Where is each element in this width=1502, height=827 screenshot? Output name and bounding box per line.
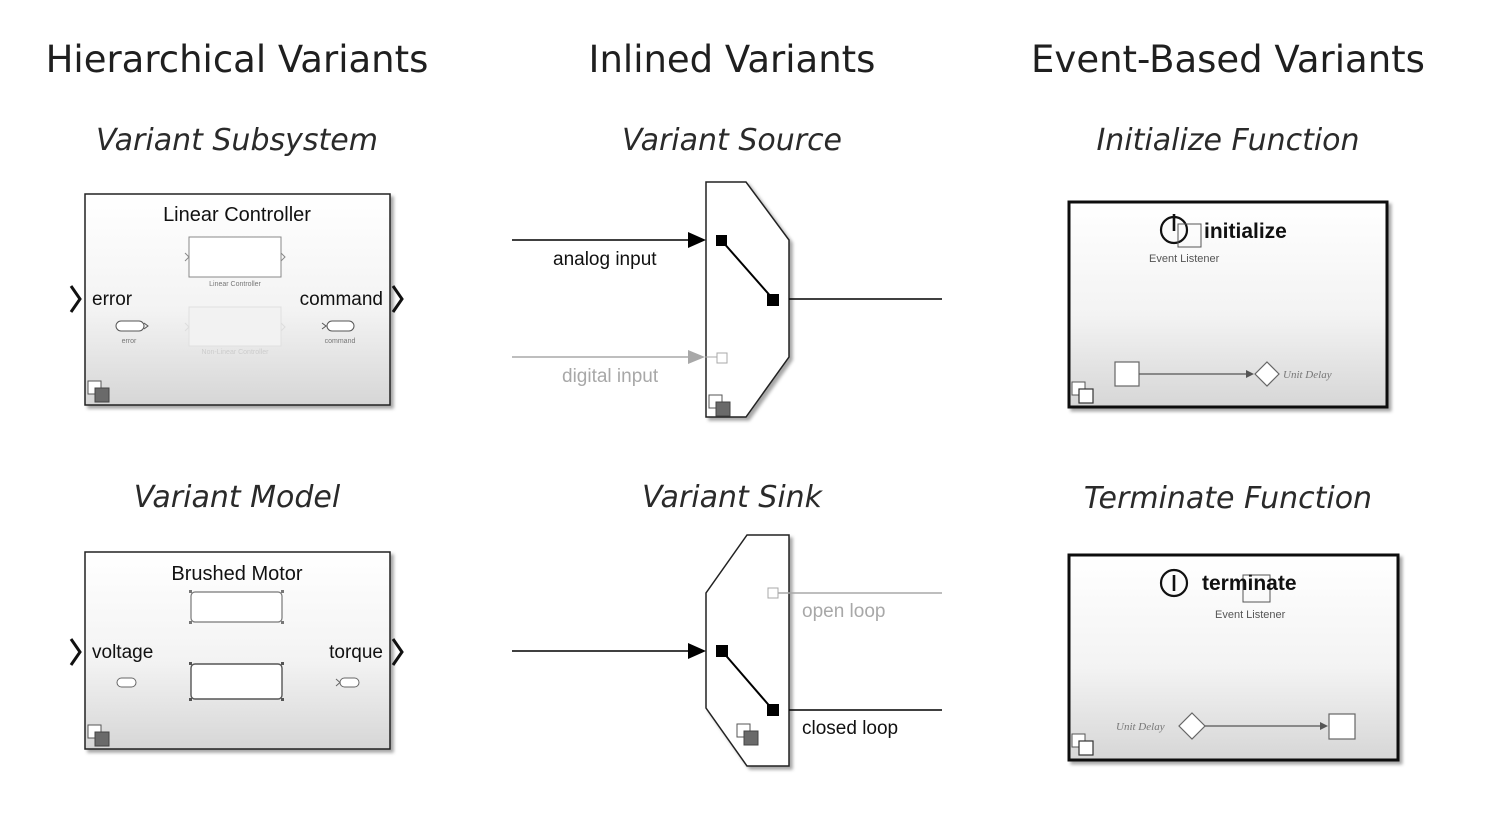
inner-model-reference-bottom: [190, 663, 283, 700]
model-in-port: voltage: [92, 642, 153, 663]
terminate-delay-label: Unit Delay: [1116, 721, 1165, 733]
sink-inactive-output-label: open loop: [802, 601, 885, 622]
subsystem-badge-icon: [1071, 733, 1094, 756]
variant-badge-icon: [87, 724, 110, 747]
subsystem-out-port: command: [300, 289, 383, 310]
model-out-port: torque: [329, 642, 383, 663]
subsystem-input-arrow-icon: [69, 285, 82, 313]
caption-terminate-function: Terminate Function: [1084, 481, 1372, 516]
source-active-input-label: analog input: [553, 249, 657, 270]
subsystem-in-port: error: [92, 289, 133, 310]
caption-variant-source: Variant Source: [622, 123, 842, 158]
initialize-delay-label: Unit Delay: [1283, 369, 1332, 381]
power-icon: [1159, 214, 1189, 245]
inport-tag: error: [122, 338, 137, 345]
variant-subsystem-block[interactable]: Linear Controller Linear Controller Non-…: [84, 193, 391, 406]
terminate-listener-label: Event Listener: [1215, 609, 1286, 621]
inner-inactive-label: Non-Linear Controller: [202, 349, 270, 356]
variant-badge-icon: [708, 394, 731, 417]
terminate-event-label: terminate: [1202, 572, 1297, 595]
initialize-event-label: initialize: [1204, 220, 1287, 243]
subsystem-block-title: Linear Controller: [163, 204, 311, 226]
initialize-function-block[interactable]: initialize Event Listener Unit Delay: [1067, 200, 1389, 409]
subsystem-badge-icon: [1071, 381, 1094, 404]
inner-non-linear-controller: [188, 306, 282, 347]
column-title-event-based: Event-Based Variants: [1031, 38, 1425, 81]
subsystem-output-arrow-icon: [391, 285, 404, 313]
inner-model-reference-top: [190, 591, 283, 623]
variant-model-block[interactable]: Brushed Motor voltage torque: [84, 551, 391, 750]
sink-active-output-label: closed loop: [802, 718, 898, 739]
variant-source-block[interactable]: [512, 181, 942, 418]
caption-variant-sink: Variant Sink: [642, 480, 824, 515]
caption-variant-model: Variant Model: [134, 480, 341, 515]
inner-active-label: Linear Controller: [209, 281, 261, 288]
caption-initialize-function: Initialize Function: [1096, 123, 1359, 158]
outport-tag: command: [325, 338, 356, 345]
variant-badge-icon: [87, 380, 110, 403]
variant-badge-icon: [736, 723, 759, 746]
column-title-inlined: Inlined Variants: [589, 38, 876, 81]
initialize-listener-label: Event Listener: [1149, 253, 1220, 265]
model-output-arrow-icon: [391, 638, 404, 666]
terminate-function-block[interactable]: terminate Event Listener Unit Delay: [1067, 553, 1400, 762]
power-off-icon: [1159, 568, 1189, 598]
model-block-title: Brushed Motor: [171, 563, 303, 585]
model-input-arrow-icon: [69, 638, 82, 666]
inner-linear-controller: [188, 236, 282, 278]
source-inactive-input-label: digital input: [562, 366, 659, 387]
column-title-hierarchical: Hierarchical Variants: [46, 38, 429, 81]
variant-sink-block[interactable]: [512, 534, 942, 767]
caption-variant-subsystem: Variant Subsystem: [96, 123, 378, 158]
